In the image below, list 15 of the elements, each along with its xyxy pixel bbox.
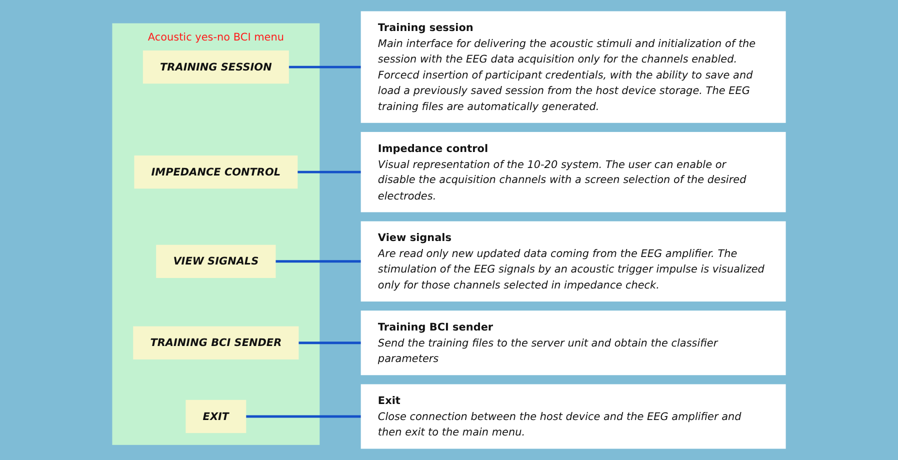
node-box: TRAINING BCI SENDER [133,326,299,360]
connector [297,170,362,174]
connector [288,66,362,68]
node-box: TRAINING SESSION [142,50,289,84]
node-box: Exit Close connection between the host device and the EEG amplifier and then exit to the main menu. [360,384,786,449]
connector [298,342,362,344]
node-box: VIEW SIGNALS [156,244,276,278]
node-box: View signals Are read only new updated data coming from the EEG amplifier. The stimulation of the EEG signals by an acoustic trigger impulse is visualized only for those channels selected in impedance check. [360,221,786,302]
node-box: Impedance control Visual representation of the 10-20 system. The user can enable or disable the acquisition channels with a screen selection of the desired electrodes. [360,132,786,212]
node-box: EXIT [186,400,246,434]
connector [246,415,362,418]
node-box: IMPEDANCE CONTROL [134,156,298,189]
node-box: Training BCI sender Send the training files to the server unit and obtain the classifier parameters [360,310,786,376]
connector [275,260,362,263]
node-box: Training session Main interface for delivering the acoustic stimuli and initialization of the session with the EEG data acquisition only for the channels enabled. Forcecd insertion of participant credentials, with the ability to save and load a previously saved session from the host device storage. The EEG training files are automatically generated. [360,11,786,123]
